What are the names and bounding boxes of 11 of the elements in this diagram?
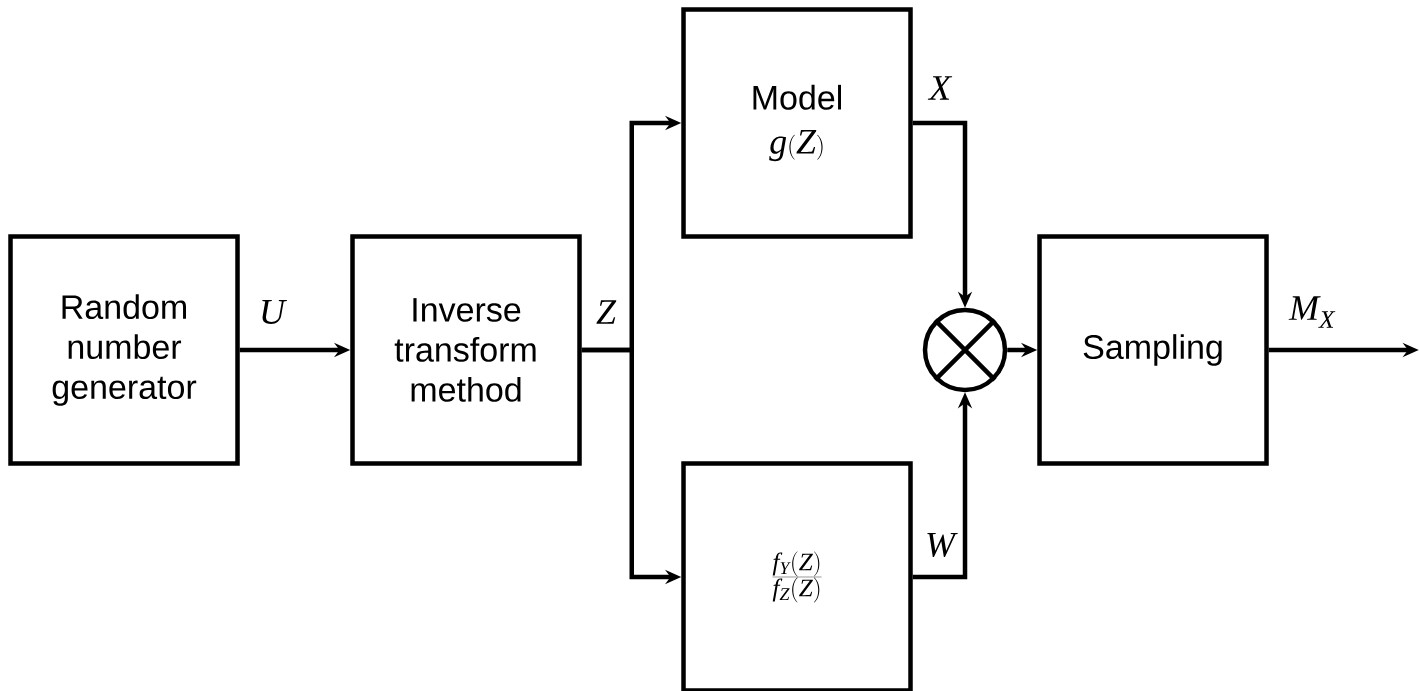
edge-label: $W$: [927, 532, 958, 558]
edge-label: $M_X$: [1288, 296, 1336, 328]
process-box: Inverse transform method: [350, 234, 582, 466]
edge-label: $X$: [927, 76, 953, 100]
process-box: $\frac{f_Y(Z)}{f_Z(Z)}$: [681, 461, 913, 691]
multiplier-circle: [922, 307, 1008, 393]
edge-label: $Z$: [596, 300, 617, 324]
process-box: Sampling: [1037, 234, 1269, 466]
process-box: Model $g(Z)$: [681, 7, 913, 239]
edge-label: $U$: [262, 300, 287, 324]
process-box: Random number generator: [8, 234, 240, 466]
